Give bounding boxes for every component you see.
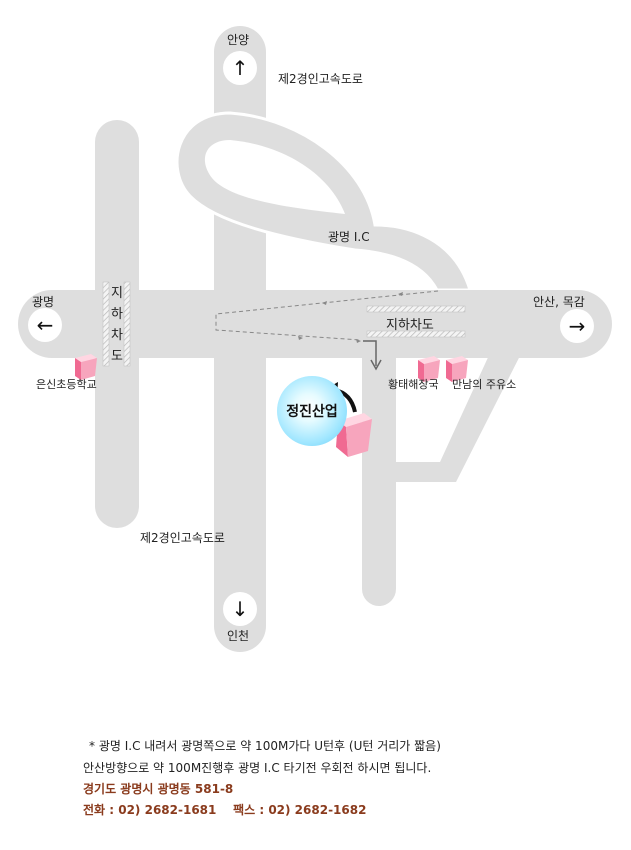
east-arrow-icon: → [560, 309, 594, 343]
south-direction-label: 인천 [227, 629, 250, 643]
west-arrow-icon: ← [28, 308, 62, 342]
underpass-left-hatch-a [102, 281, 110, 367]
interchange-label: 광명 I.C [328, 230, 370, 244]
north-arrow-icon: ↑ [223, 51, 257, 85]
gas-station-marker-icon [446, 356, 468, 382]
underpass-right-hatch-a [366, 305, 466, 313]
underpass-left-hatch-b [123, 281, 131, 367]
directions-notes: * 광명 I.C 내려서 광명쪽으로 약 100M가다 U턴후 (U턴 거리가 … [83, 735, 623, 821]
company-name-label: 정진산업 [286, 404, 338, 420]
underpass-right-hatch-b [366, 330, 466, 338]
school-marker-icon [75, 354, 97, 380]
east-direction-label: 안산, 목감 [533, 295, 585, 309]
gas-station-label: 만남의 주유소 [452, 378, 517, 391]
road-diagonal-branch [362, 340, 528, 482]
school-label: 은신초등학교 [36, 378, 97, 391]
underpass-right-label: 지하차도 [386, 318, 434, 333]
west-direction-label: 광명 [32, 295, 55, 309]
road-network [18, 26, 612, 652]
restaurant-marker-icon [418, 356, 440, 382]
south-arrow-icon: ↓ [223, 592, 257, 626]
note-line-2: 안산방향으로 약 100M진행후 광명 I.C 타기전 우회전 하시면 됩니다. [83, 761, 432, 775]
u-turn-route [215, 290, 439, 341]
expressway-bottom-label: 제2경인고속도로 [140, 531, 225, 545]
company-location-bubble: 정진산업 [277, 376, 347, 446]
note-line-1: * 광명 I.C 내려서 광명쪽으로 약 100M가다 U턴후 (U턴 거리가 … [89, 739, 441, 753]
turn-in-arrow [363, 340, 377, 366]
company-address: 경기도 광명시 광명동 581-8 [83, 782, 234, 796]
location-map: ↑ ↓ ← → 안양 인천 광명 안산, 목감 제2경인고속도로 제2경인고속도… [18, 26, 612, 652]
expressway-top-label: 제2경인고속도로 [278, 72, 363, 86]
company-contact: 전화 : 02) 2682-1681 팩스 : 02) 2682-1682 [83, 803, 367, 817]
restaurant-label: 황태해장국 [388, 378, 439, 391]
north-direction-label: 안양 [227, 33, 250, 47]
